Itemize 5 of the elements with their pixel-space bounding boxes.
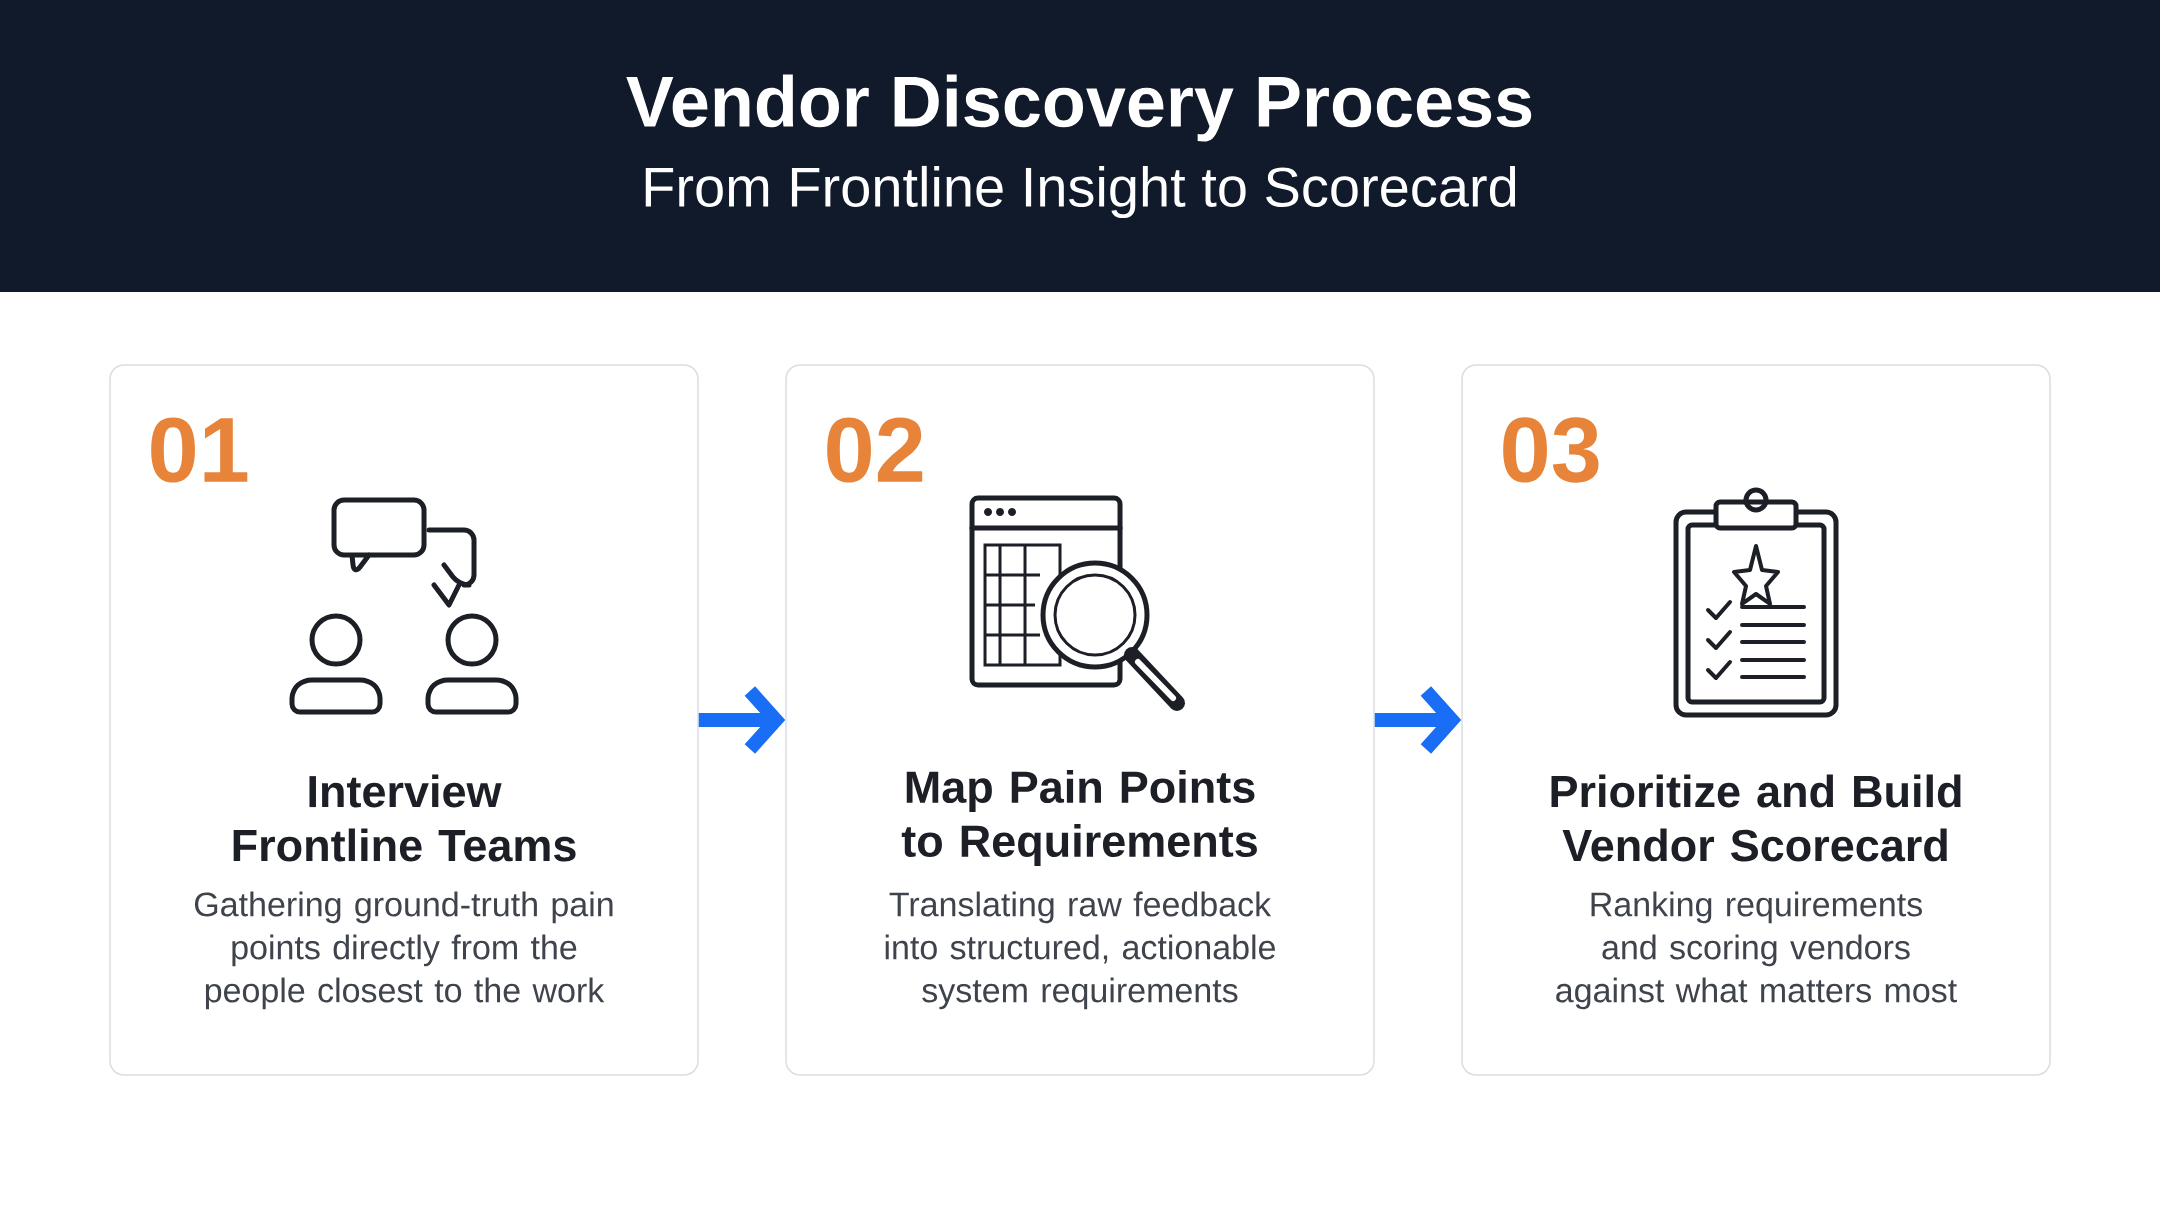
subtitle: From Frontline Insight to Scorecard [645,165,1516,219]
step-card: 01 Interview Frontline Teams Gathering ground-truth pain points directly from the people closest to the work [109,364,699,1076]
step-card: 03 Prioritize and Build Vendor Scorecard Ranking requirements and scoring vendors against what matters most [1461,364,2051,1076]
step-card: 02 Map Pain Points to Requirements Translating raw feedback into structured, actionable system requirements [785,364,1375,1076]
title: Vendor Discovery Process [626,74,1532,142]
